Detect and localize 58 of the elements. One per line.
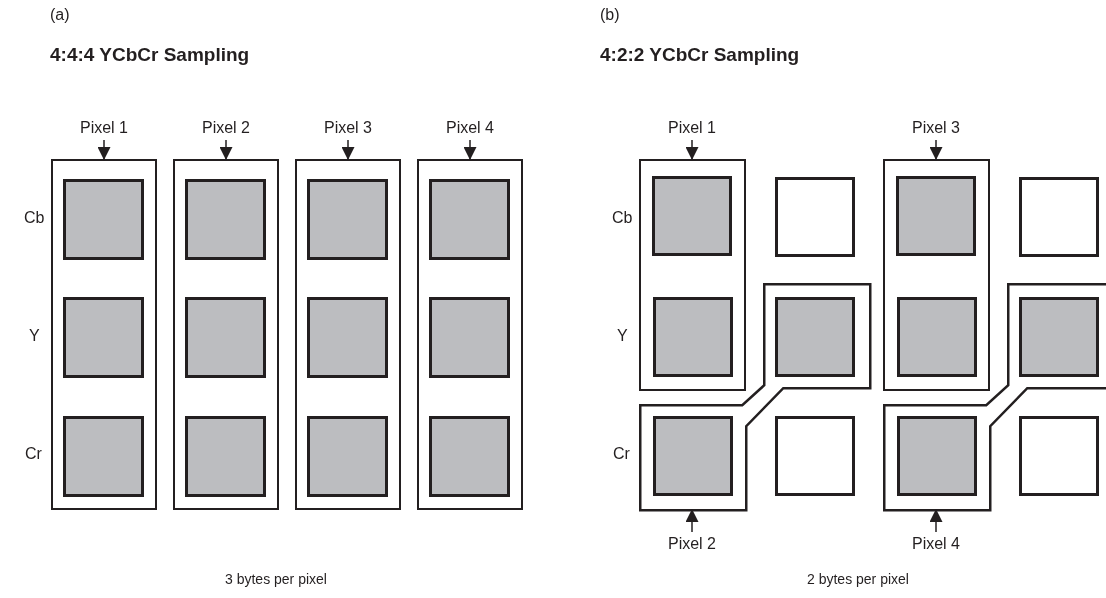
pointer-arrow xyxy=(219,139,233,161)
panel-title: 4:2:2 YCbCr Sampling xyxy=(600,44,800,66)
panel-letter: (b) xyxy=(600,5,620,25)
sample-square xyxy=(63,179,144,260)
sample-square xyxy=(897,297,977,377)
pixel-outline xyxy=(639,283,870,510)
pixel-label: Pixel 2 xyxy=(176,116,276,140)
pixel-label: Pixel 1 xyxy=(54,116,154,140)
pixel-label: Pixel 2 xyxy=(642,532,742,556)
sample-square xyxy=(775,297,855,377)
pixel-label: Pixel 1 xyxy=(642,116,742,140)
sample-square xyxy=(307,416,388,497)
pointer-arrow xyxy=(929,508,943,533)
sample-square xyxy=(653,416,733,496)
sample-square xyxy=(775,416,855,496)
caption-text: 2 bytes per pixel xyxy=(807,570,909,589)
sample-square xyxy=(896,176,976,256)
sample-square xyxy=(429,179,510,260)
pixel-label: Pixel 3 xyxy=(298,116,398,140)
pixel-outline xyxy=(883,283,1106,510)
sample-square xyxy=(307,179,388,260)
pixel-outline xyxy=(417,159,523,510)
sample-square xyxy=(63,297,144,378)
row-label: Y xyxy=(29,326,40,346)
pointer-arrow xyxy=(97,139,111,161)
pointer-arrow xyxy=(685,139,699,161)
pixel-label: Pixel 4 xyxy=(886,532,986,556)
pointer-arrow xyxy=(341,139,355,161)
sample-square xyxy=(1019,297,1099,377)
pixel-outline xyxy=(295,159,401,510)
panel-letter: (a) xyxy=(50,5,70,25)
pointer-arrow xyxy=(685,508,699,533)
pixel-label: Pixel 4 xyxy=(420,116,520,140)
sample-square xyxy=(429,416,510,497)
row-label: Cb xyxy=(612,208,633,228)
sample-square xyxy=(307,297,388,378)
sample-square xyxy=(185,297,266,378)
pixel-outline xyxy=(639,159,746,391)
sample-square xyxy=(185,416,266,497)
pixel-outline xyxy=(173,159,279,510)
sample-square xyxy=(775,177,855,257)
pixel-outline xyxy=(883,159,990,391)
sample-square xyxy=(185,179,266,260)
pixel-label: Pixel 3 xyxy=(886,116,986,140)
panel-title: 4:4:4 YCbCr Sampling xyxy=(50,44,250,66)
sample-square xyxy=(1019,177,1099,257)
pointer-arrow xyxy=(929,139,943,161)
sample-square xyxy=(897,416,977,496)
row-label: Cr xyxy=(613,444,630,464)
sample-square xyxy=(63,416,144,497)
caption-text: 3 bytes per pixel xyxy=(225,570,327,589)
sample-square xyxy=(652,176,732,256)
row-label: Cb xyxy=(24,208,45,228)
row-label: Y xyxy=(617,326,628,346)
row-label: Cr xyxy=(25,444,42,464)
pointer-arrow xyxy=(463,139,477,161)
pixel-outline xyxy=(51,159,157,510)
sample-square xyxy=(429,297,510,378)
